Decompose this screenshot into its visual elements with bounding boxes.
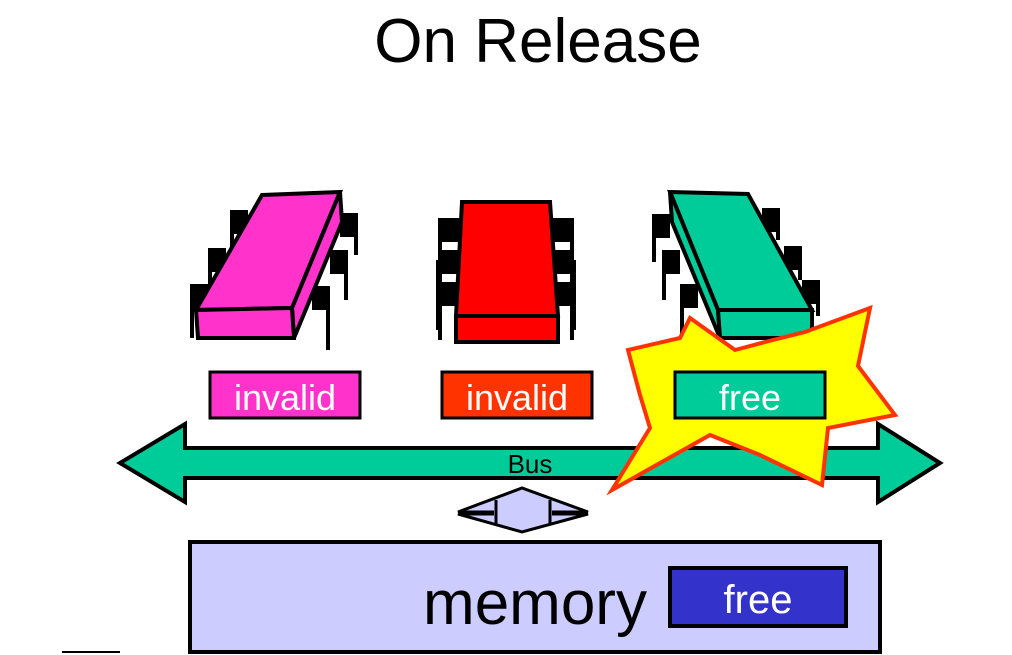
- cache-state-label-1: invalid: [208, 370, 362, 420]
- bus-arrow: [116, 420, 944, 506]
- memory-block: memory free: [188, 540, 882, 654]
- cache-state-text-1: invalid: [234, 377, 336, 418]
- cache-state-text-3: free: [719, 377, 781, 418]
- bus-label: Bus: [508, 449, 553, 479]
- cache-chip-2: [436, 200, 576, 344]
- cache-state-label-3: free: [673, 370, 827, 420]
- memory-label: memory: [423, 569, 647, 638]
- memory-state-text: free: [724, 578, 793, 622]
- cache-state-text-2: invalid: [466, 377, 568, 418]
- cache-chip-3: [652, 189, 820, 340]
- cache-state-label-2: invalid: [440, 370, 594, 420]
- slide-title: On Release: [374, 7, 702, 76]
- cache-chip-1: [190, 189, 358, 350]
